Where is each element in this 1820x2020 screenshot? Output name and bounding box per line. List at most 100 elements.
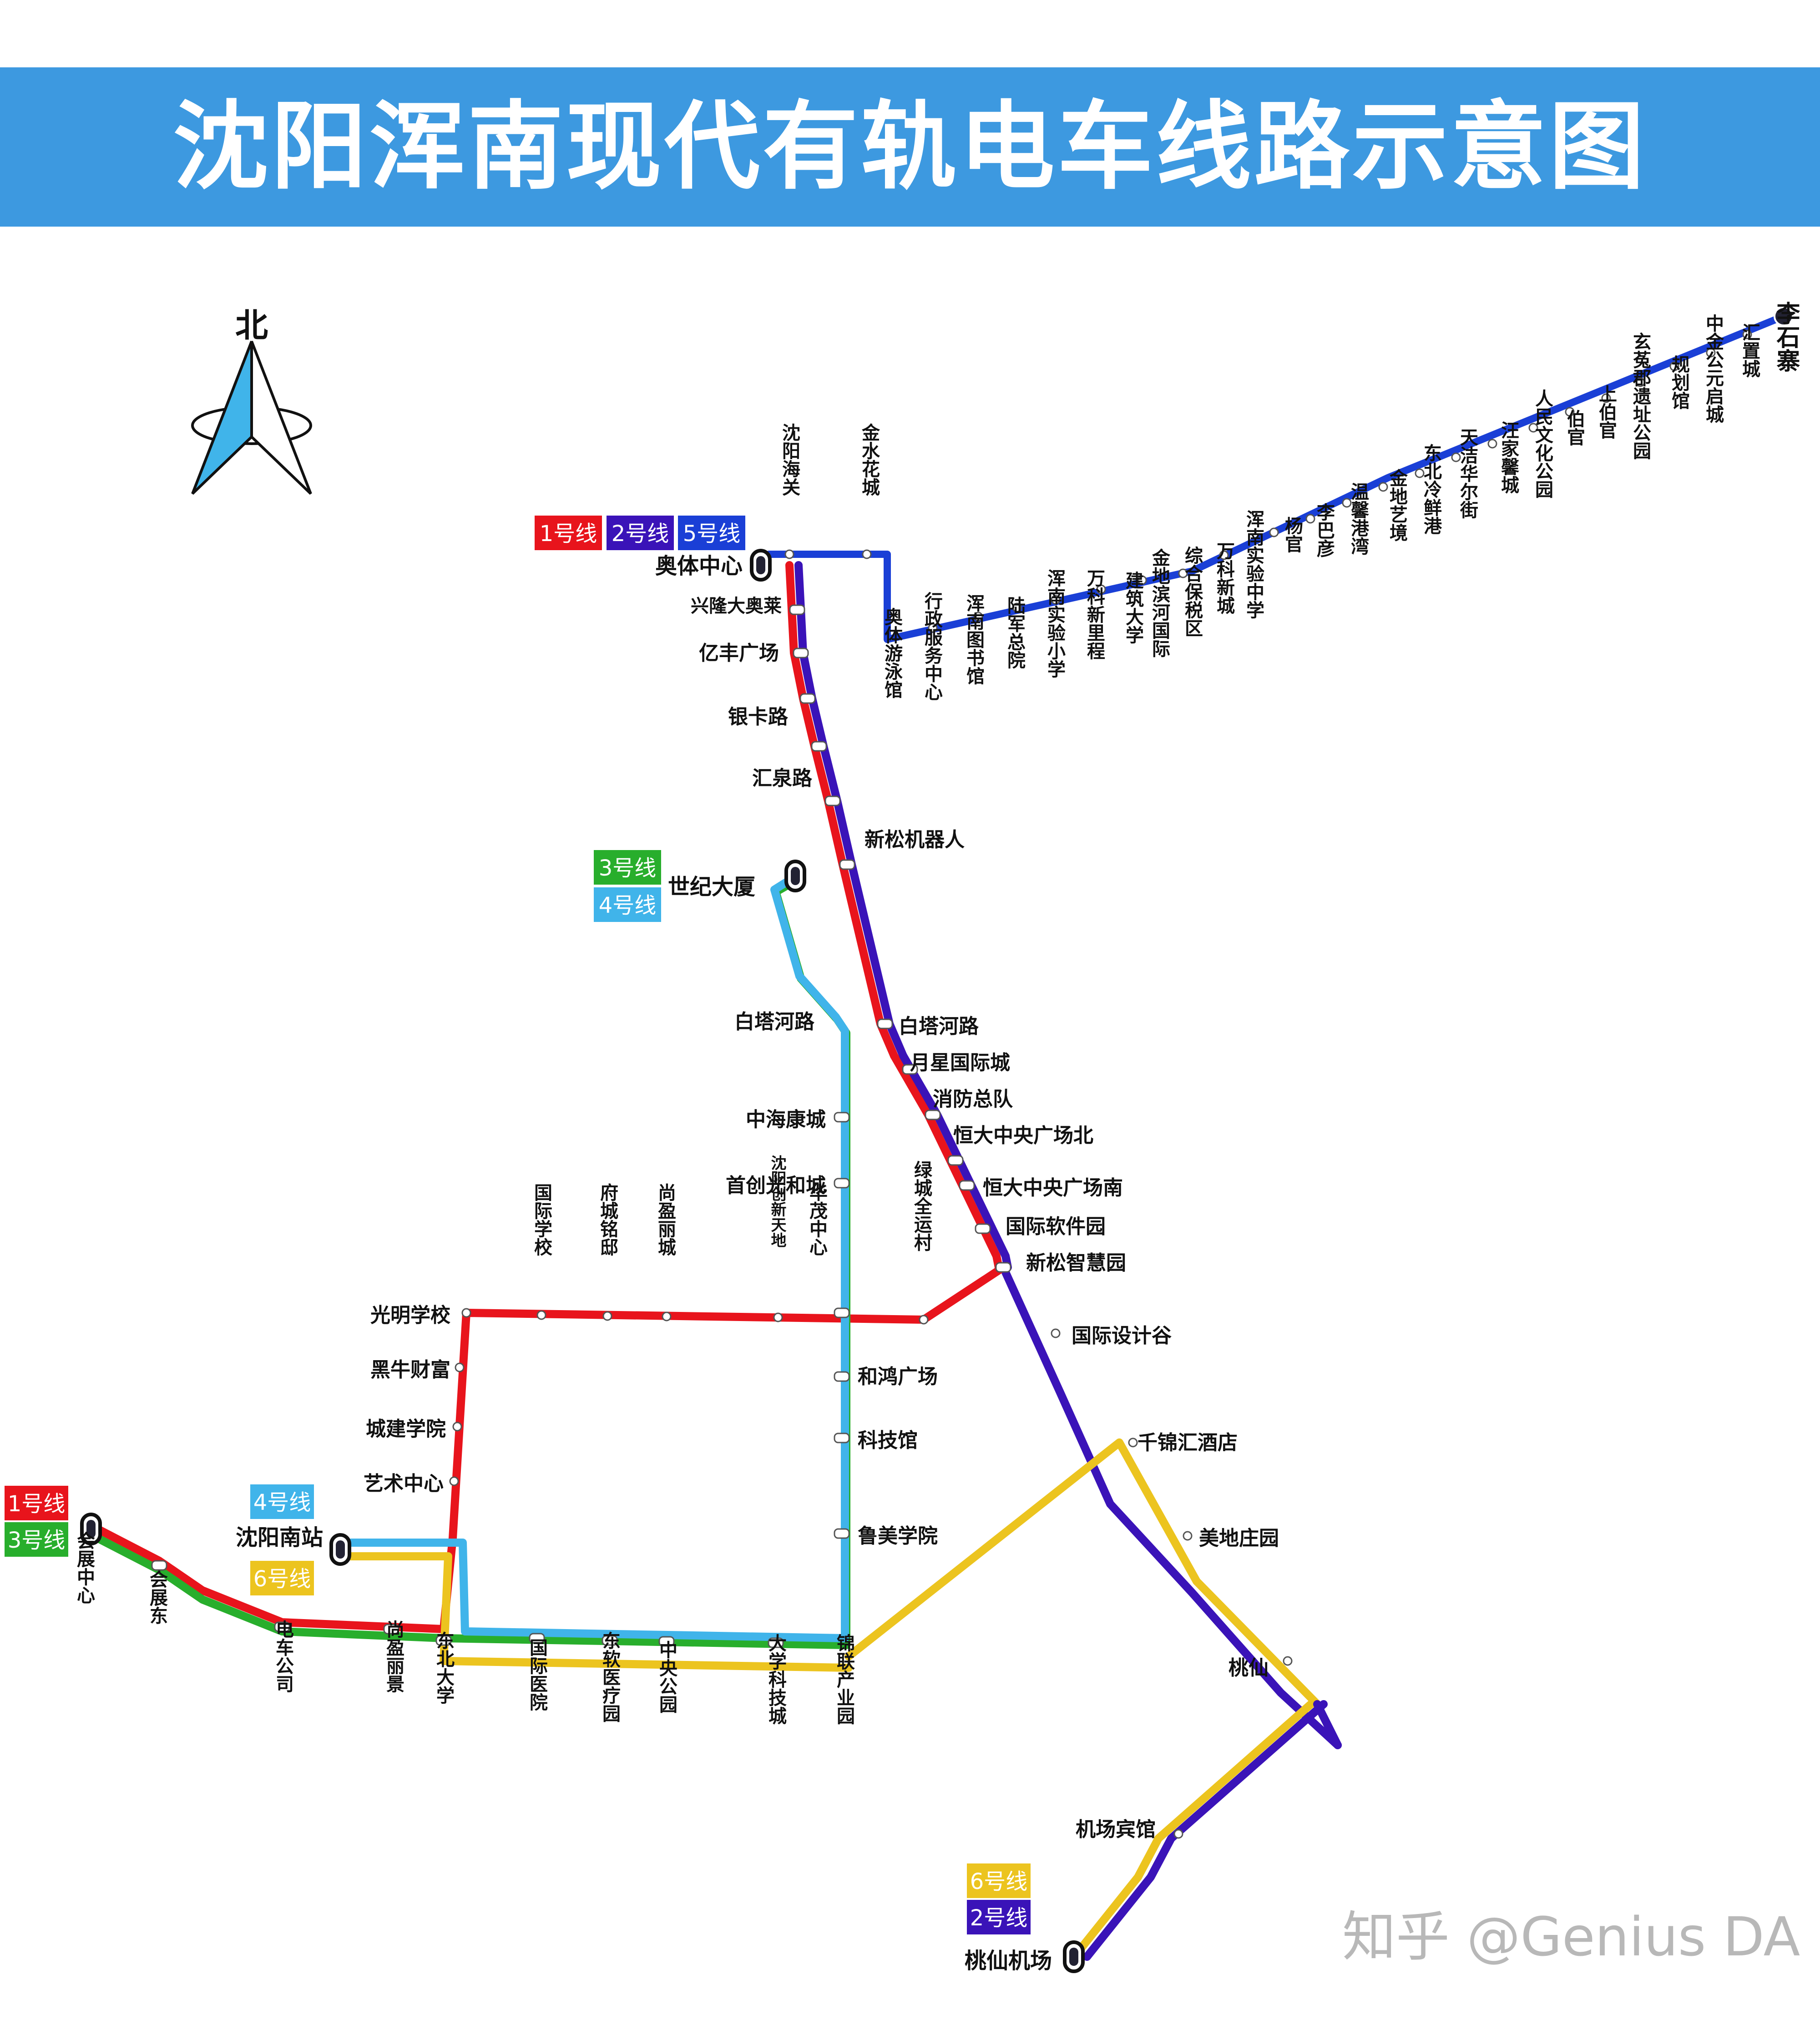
- line5-station-16: [1487, 439, 1497, 449]
- badge-line3: [594, 850, 661, 885]
- lishizhai-terminal: [1774, 306, 1794, 326]
- line5-station-7: [1137, 575, 1147, 585]
- station-xinsong_robot: 新松机器人: [864, 828, 965, 851]
- badge-label-line2: 2号线: [612, 521, 669, 547]
- station-qianjin: 千锦汇酒店: [1138, 1431, 1238, 1454]
- line5-station-0: [784, 549, 794, 559]
- station-huizhan_center: 会展中心: [74, 1531, 95, 1604]
- line6-east: [844, 1438, 1321, 1708]
- line5-station-8: [1178, 568, 1188, 578]
- station-shenyang_south: 沈阳南站: [236, 1525, 323, 1550]
- station-huamao: 华茂中心: [806, 1183, 828, 1256]
- line5-station-10: [1269, 527, 1279, 537]
- trunk-station-11: [975, 1223, 991, 1234]
- line2-airport-b: [1083, 1700, 1328, 1961]
- line2-trunk: [794, 561, 907, 1060]
- west-station-6: [274, 1621, 290, 1632]
- south-station-4: [1173, 1829, 1183, 1839]
- badge-line5: [678, 516, 745, 550]
- station-jinlian: 锦联产业园: [834, 1634, 855, 1725]
- compass-north-label: 北: [235, 306, 268, 344]
- trunk-station-7: [902, 1064, 918, 1075]
- station-boguan: 伯官: [1564, 410, 1585, 446]
- west-station-5: [383, 1624, 399, 1635]
- station-meidi: 美地庄园: [1199, 1527, 1279, 1550]
- station-shangying_licheng: 尚盈丽城: [655, 1183, 676, 1256]
- station-daxue_keji: 大学科技城: [765, 1634, 787, 1725]
- line3-station-2: [834, 1307, 850, 1318]
- badge-line4: [250, 1484, 314, 1519]
- title-banner: 沈阳浑南现代有轨电车线路示意图: [0, 67, 1820, 227]
- south-station-0: [1051, 1328, 1061, 1338]
- station-lvcheng: 绿城全运村: [911, 1160, 933, 1251]
- station-wanke_xincheng: 万科新城: [1213, 542, 1235, 614]
- badge-label-line6: 6号线: [253, 1566, 311, 1592]
- badge-label-line3: 3号线: [599, 856, 657, 881]
- line5-station-20: [1635, 377, 1645, 387]
- badge-line6: [250, 1561, 314, 1595]
- badge-line2: [607, 516, 674, 550]
- station-lujun: 陆军总院: [1004, 596, 1026, 669]
- station-jichang_binguan: 机场宾馆: [1076, 1818, 1156, 1841]
- station-xinsong_zhihui: 新松智慧园: [1026, 1251, 1126, 1275]
- line6-airport: [1070, 1700, 1315, 1961]
- line1-loop-station-6: [662, 1311, 672, 1321]
- west-station-0: [529, 1633, 545, 1644]
- station-shangying_lijing: 尚盈丽景: [383, 1620, 404, 1693]
- station-taoxian: 桃仙: [1228, 1656, 1269, 1680]
- west-station-4: [435, 1635, 452, 1646]
- station-yuexing: 月星国际城: [910, 1051, 1010, 1074]
- station-guoji_yiyuan: 国际医院: [526, 1638, 547, 1711]
- trunk-station-6: [877, 1018, 893, 1029]
- station-kejiguan: 科技馆: [858, 1429, 918, 1452]
- line5-station-12: [1342, 498, 1352, 508]
- line3-station-4: [834, 1433, 850, 1443]
- line1-loop-station-2: [452, 1422, 462, 1432]
- line3-station-1: [834, 1178, 850, 1189]
- west-station-2: [658, 1636, 675, 1647]
- station-dongbei_lengxian: 东北冷鲜港: [1421, 444, 1442, 535]
- badge-line1: [535, 516, 602, 550]
- line5-station-15: [1451, 452, 1461, 462]
- line5-station-9: [1219, 550, 1229, 560]
- south-station-2: [1183, 1531, 1193, 1541]
- line4: [347, 874, 849, 1642]
- south-station-1: [1128, 1438, 1138, 1448]
- line1-loop-station-3: [449, 1476, 459, 1486]
- line5-station-17: [1528, 423, 1538, 433]
- line5-station-13: [1378, 482, 1388, 492]
- station-huizhi: 汇置城: [1739, 323, 1760, 378]
- line3-station-3: [834, 1371, 850, 1382]
- line5-station-11: [1305, 514, 1315, 524]
- trunk-station-0: [789, 604, 805, 615]
- station-hunnan_xiaoxue: 浑南实验小学: [1044, 569, 1066, 678]
- station-yinka: 银卡路: [728, 705, 789, 729]
- line1-loop-station-0: [461, 1308, 471, 1318]
- station-guangming: 光明学校: [370, 1304, 450, 1327]
- station-lishizhai: 李石寨: [1772, 301, 1800, 372]
- station-renmin_wenhua: 人民文化公园: [1532, 389, 1553, 498]
- station-hunnan_tushu: 浑南图书馆: [963, 594, 985, 685]
- badge-label-line1: 1号线: [8, 1491, 66, 1517]
- station-yangguan: 杨官: [1282, 516, 1303, 553]
- trunk-station-10: [959, 1180, 975, 1191]
- station-guihua: 规划馆: [1668, 355, 1690, 410]
- line5-station-21: [1669, 361, 1679, 371]
- compass-needle-right: [250, 340, 312, 495]
- west-station-3: [768, 1637, 784, 1648]
- trunk-station-2: [799, 693, 816, 704]
- station-huizhan_dong: 会展东: [147, 1570, 168, 1625]
- compass-icon: 北: [191, 306, 312, 495]
- line5-station-2: [928, 623, 938, 633]
- line1-loop-station-7: [773, 1312, 783, 1322]
- station-hengda_north: 恒大中央广场北: [953, 1124, 1093, 1147]
- station-baita_east: 白塔河路: [899, 1015, 979, 1038]
- line1-loop-station-4: [536, 1310, 546, 1320]
- station-labels: 奥体中心兴隆大奥莱亿丰广场银卡路汇泉路新松机器人世纪大厦白塔河路白塔河路月星国际…: [74, 301, 1800, 1974]
- badge-label-line6: 6号线: [970, 1869, 1028, 1894]
- badge-line6: [967, 1863, 1031, 1898]
- line3-station-0: [834, 1112, 850, 1123]
- station-baita_west: 白塔河路: [734, 1010, 815, 1033]
- station-guoji_ruanjian: 国际软件园: [1006, 1215, 1106, 1238]
